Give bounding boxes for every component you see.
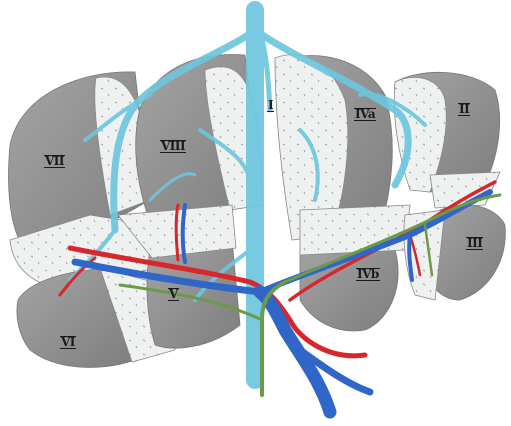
label-segment-1: I — [267, 100, 274, 112]
label-segment-4a: IVa — [354, 108, 376, 121]
label-segment-3: III — [466, 237, 483, 250]
label-segment-4b: IVb — [356, 268, 380, 281]
label-segment-5: V — [168, 288, 179, 301]
label-segment-8: VIII — [160, 140, 186, 153]
label-segment-7: VII — [44, 155, 65, 168]
label-segment-6: VI — [60, 336, 76, 349]
label-segment-2: II — [458, 103, 470, 116]
segment-3 — [404, 205, 505, 300]
